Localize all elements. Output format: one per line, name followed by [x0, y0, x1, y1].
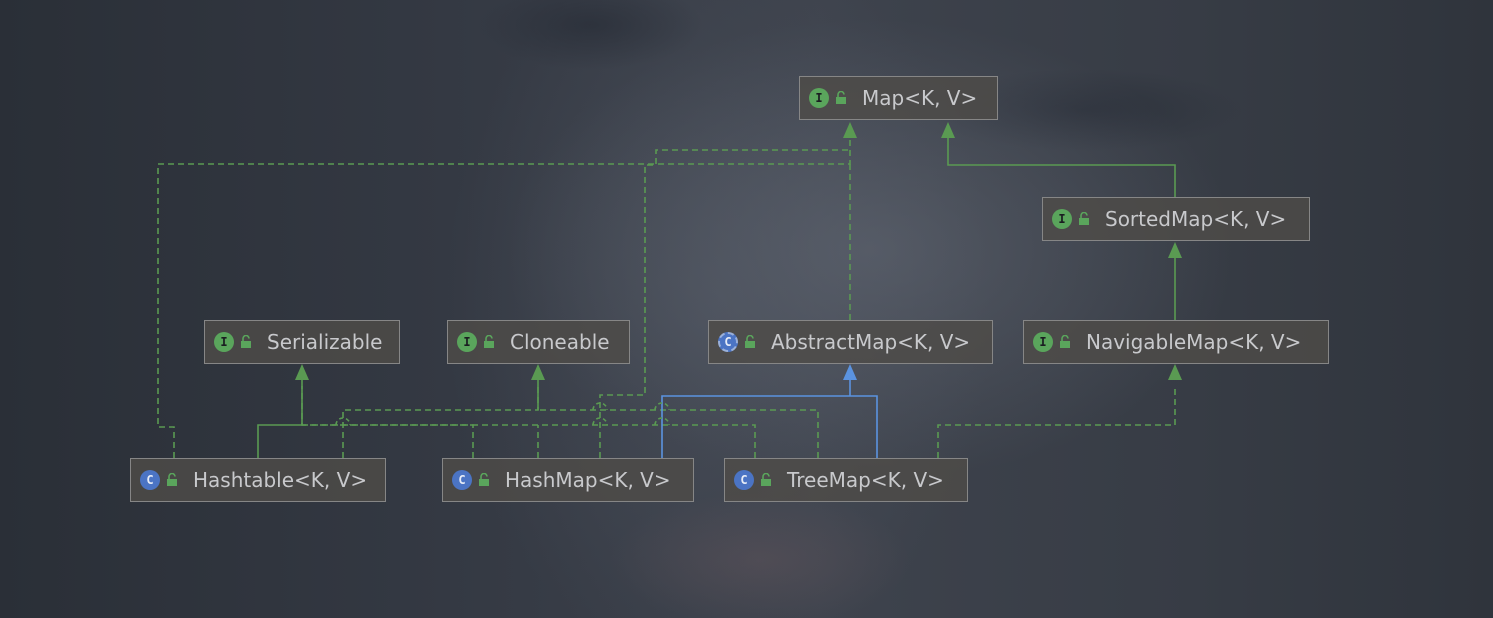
line-hop-3: [654, 402, 670, 411]
line-hop-1: [335, 417, 351, 426]
class-icon: C: [734, 470, 754, 490]
node-navigable-map-label: NavigableMap<K, V>: [1086, 330, 1302, 354]
open-lock-icon: [1060, 335, 1070, 348]
interface-icon: I: [1033, 332, 1053, 352]
open-lock-icon: [167, 473, 177, 486]
edge-hashtable-implements-map: [157, 124, 851, 458]
node-hashtable-label: Hashtable<K, V>: [193, 468, 368, 492]
interface-icon: I: [457, 332, 477, 352]
arrowhead-map-left: [843, 122, 857, 138]
node-hashtable[interactable]: C Hashtable<K, V>: [130, 458, 386, 502]
node-cloneable-label: Cloneable: [510, 330, 610, 354]
abstract-class-icon: C: [718, 332, 738, 352]
node-abstract-map-label: AbstractMap<K, V>: [771, 330, 971, 354]
node-sorted-map-label: SortedMap<K, V>: [1105, 207, 1287, 231]
node-tree-map-label: TreeMap<K, V>: [787, 468, 944, 492]
node-navigable-map[interactable]: I NavigableMap<K, V>: [1023, 320, 1329, 364]
line-hop-5: [654, 417, 670, 426]
arrowhead-cloneable: [531, 364, 545, 380]
node-abstract-map[interactable]: C AbstractMap<K, V>: [708, 320, 993, 364]
interface-icon: I: [809, 88, 829, 108]
node-serializable[interactable]: I Serializable: [204, 320, 400, 364]
node-tree-map[interactable]: C TreeMap<K, V>: [724, 458, 968, 502]
open-lock-icon: [745, 335, 755, 348]
edge-hashmap-implements-serializable: [301, 386, 474, 458]
edge-hashtable-implements-cloneable: [342, 386, 539, 458]
line-hop-2: [592, 402, 608, 411]
edge-sortedmap-extends-map: [947, 137, 1176, 197]
edge-hashmap-implements-map: [599, 149, 850, 458]
edge-hashmap-extends-abstractmap: [661, 395, 878, 458]
node-hash-map-label: HashMap<K, V>: [505, 468, 671, 492]
edge-hashtable-solid: [257, 380, 303, 458]
class-icon: C: [452, 470, 472, 490]
open-lock-icon: [761, 473, 771, 486]
node-hash-map[interactable]: C HashMap<K, V>: [442, 458, 694, 502]
node-cloneable[interactable]: I Cloneable: [447, 320, 630, 364]
open-lock-icon: [241, 335, 251, 348]
arrowhead-abstractmap: [843, 364, 857, 380]
node-serializable-label: Serializable: [267, 330, 383, 354]
edge-treemap-implements-cloneable: [538, 409, 819, 458]
interface-icon: I: [214, 332, 234, 352]
open-lock-icon: [1079, 212, 1089, 225]
arrowhead-sortedmap: [1168, 242, 1182, 258]
arrowhead-map-right: [941, 122, 955, 138]
line-hop-4: [592, 417, 608, 426]
edge-treemap-implements-navigablemap: [937, 386, 1176, 458]
node-map-label: Map<K, V>: [862, 86, 978, 110]
open-lock-icon: [479, 473, 489, 486]
class-icon: C: [140, 470, 160, 490]
edge-treemap-implements-serializable: [302, 424, 756, 458]
node-sorted-map[interactable]: I SortedMap<K, V>: [1042, 197, 1310, 241]
open-lock-icon: [484, 335, 494, 348]
node-map[interactable]: I Map<K, V>: [799, 76, 998, 120]
arrowhead-serializable: [295, 364, 309, 380]
open-lock-icon: [836, 91, 846, 104]
interface-icon: I: [1052, 209, 1072, 229]
arrowhead-navigablemap: [1168, 364, 1182, 380]
